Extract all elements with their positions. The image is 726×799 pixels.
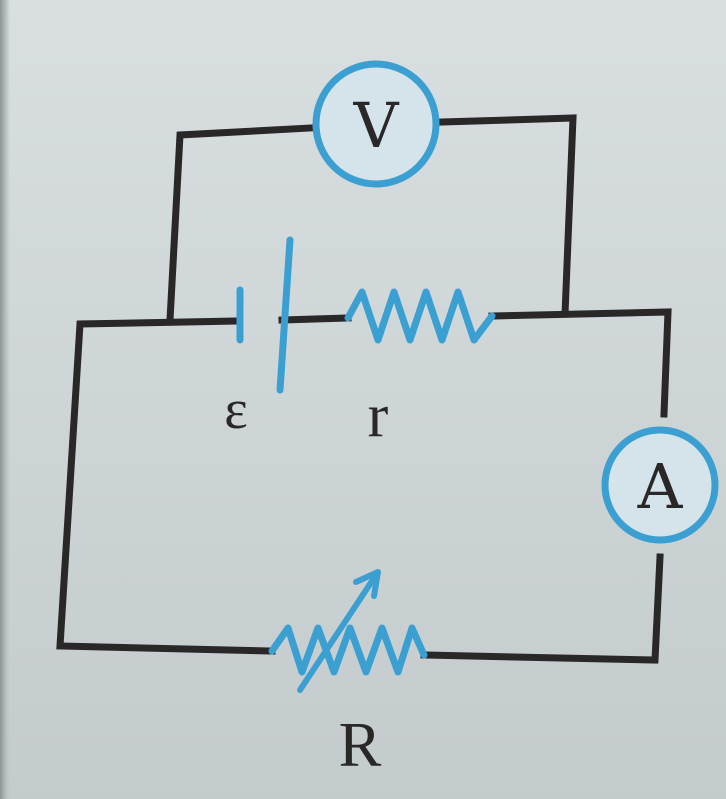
wire-right-bottom <box>420 553 664 664</box>
variable-resistor-arrow-head <box>353 569 381 599</box>
voltmeter: V <box>312 60 440 188</box>
battery-label: ε <box>224 379 248 441</box>
voltmeter-branch <box>166 114 577 324</box>
variable-resistor <box>268 569 428 693</box>
voltmeter-circle <box>312 60 440 188</box>
wire-battery-to-resistor <box>278 314 352 324</box>
variable-resistor-arrow-shaft <box>297 575 377 693</box>
battery <box>236 236 294 394</box>
main-loop <box>56 308 672 664</box>
voltmeter-symbol: V <box>353 89 400 162</box>
battery-long-plate <box>276 236 294 394</box>
ammeter-symbol: A <box>637 450 684 523</box>
wire-left-top <box>56 317 276 655</box>
internal-resistor-label: r <box>368 382 389 450</box>
voltmeter-wire-right <box>438 114 577 318</box>
internal-resistor <box>344 288 496 344</box>
variable-resistor-label: R <box>339 709 382 780</box>
page-edge-shadow <box>0 0 10 799</box>
ammeter-circle <box>601 426 719 544</box>
variable-resistor-zigzag <box>268 624 428 676</box>
wire-right-top <box>488 308 672 418</box>
ammeter: A <box>601 426 719 544</box>
voltmeter-wire-left <box>166 124 314 324</box>
